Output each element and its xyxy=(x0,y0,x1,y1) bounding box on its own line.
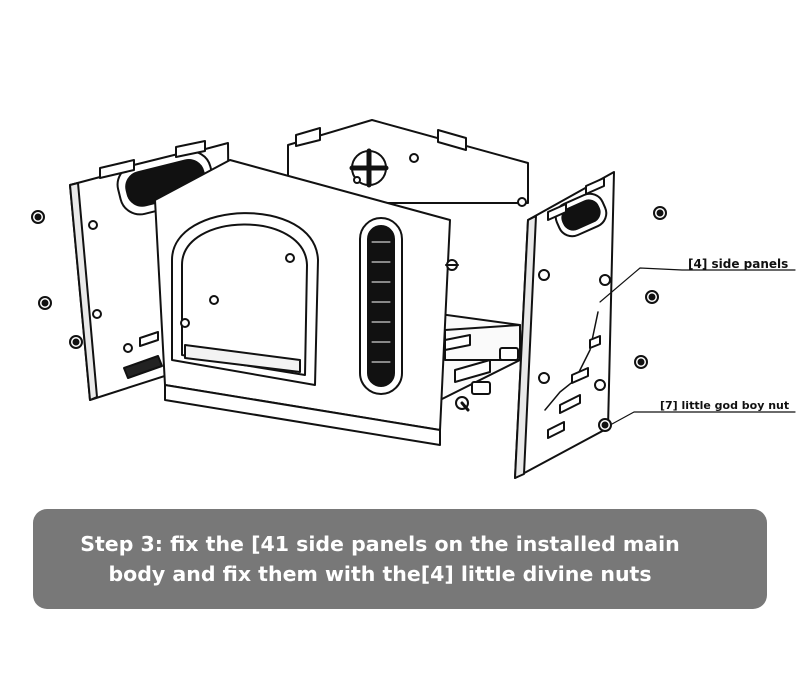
nut xyxy=(69,335,83,349)
front-panel xyxy=(154,159,459,446)
nut xyxy=(598,418,612,432)
right-side-panel xyxy=(514,171,615,479)
nut xyxy=(38,296,52,310)
nut xyxy=(31,210,45,224)
nut-label: [7] little god boy nut xyxy=(660,399,790,412)
caption-line-2: body and fix them with the[4] little div… xyxy=(108,562,652,586)
nut xyxy=(653,206,667,220)
side-panels-leader xyxy=(599,267,796,303)
step-caption-box: Step 3: fix the [41 side panels on the i… xyxy=(33,509,767,609)
nuts xyxy=(31,206,667,432)
nut-leader xyxy=(611,411,796,425)
nut xyxy=(634,355,648,369)
nut xyxy=(645,290,659,304)
caption-line-1: Step 3: fix the [41 side panels on the i… xyxy=(80,532,680,556)
side-panels-label: [4] side panels xyxy=(688,257,789,271)
